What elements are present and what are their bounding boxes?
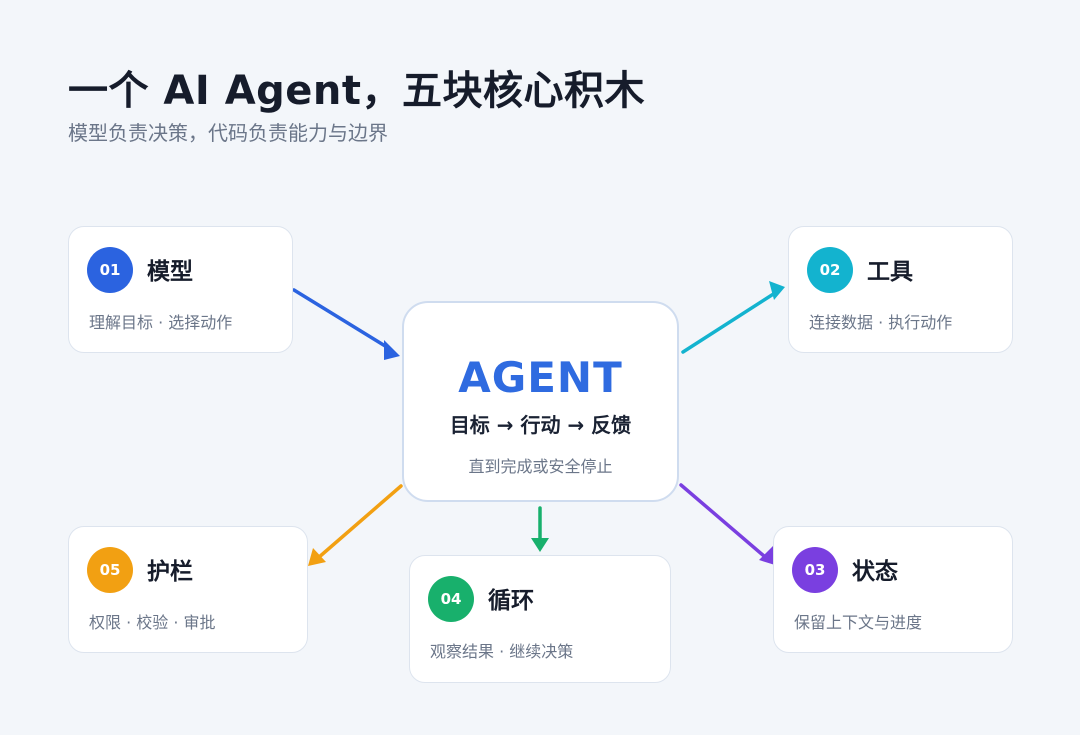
- arrow-model-to-agent: [292, 288, 400, 360]
- arrow-agent-to-tools: [681, 281, 785, 354]
- badge-05: 05: [87, 547, 133, 593]
- badge-04: 04: [428, 576, 474, 622]
- arrow-agent-to-loop: [531, 506, 549, 552]
- block-state-desc: 保留上下文与进度: [794, 613, 923, 632]
- block-guardrail-card: 05 护栏 权限 · 校验 · 审批: [68, 526, 308, 653]
- agent-note: 直到完成或安全停止: [468, 457, 613, 476]
- block-loop-desc: 观察结果 · 继续决策: [430, 642, 574, 661]
- page-title: 一个 AI Agent，五块核心积木: [68, 68, 646, 114]
- badge-02: 02: [807, 247, 853, 293]
- block-guardrail-desc: 权限 · 校验 · 审批: [89, 613, 216, 632]
- block-model-card: 01 模型 理解目标 · 选择动作: [68, 226, 293, 353]
- badge-01: 01: [87, 247, 133, 293]
- block-loop-card: 04 循环 观察结果 · 继续决策: [409, 555, 671, 683]
- block-model-title: 模型: [147, 259, 193, 285]
- block-model-desc: 理解目标 · 选择动作: [89, 313, 233, 332]
- block-loop-title: 循环: [488, 588, 534, 614]
- agent-card: AGENT 目标 → 行动 → 反馈 直到完成或安全停止: [402, 301, 679, 502]
- badge-03: 03: [792, 547, 838, 593]
- block-tools-card: 02 工具 连接数据 · 执行动作: [788, 226, 1013, 353]
- arrow-agent-to-guardrail: [308, 484, 403, 566]
- block-guardrail-title: 护栏: [147, 559, 193, 585]
- block-tools-desc: 连接数据 · 执行动作: [809, 313, 953, 332]
- block-tools-title: 工具: [867, 259, 913, 285]
- block-state-card: 03 状态 保留上下文与进度: [773, 526, 1013, 653]
- agent-loop-text: 目标 → 行动 → 反馈: [449, 413, 632, 437]
- agent-name: AGENT: [458, 353, 623, 402]
- page-subtitle: 模型负责决策，代码负责能力与边界: [68, 121, 388, 145]
- arrow-agent-to-state: [679, 483, 775, 565]
- block-state-title: 状态: [852, 559, 898, 585]
